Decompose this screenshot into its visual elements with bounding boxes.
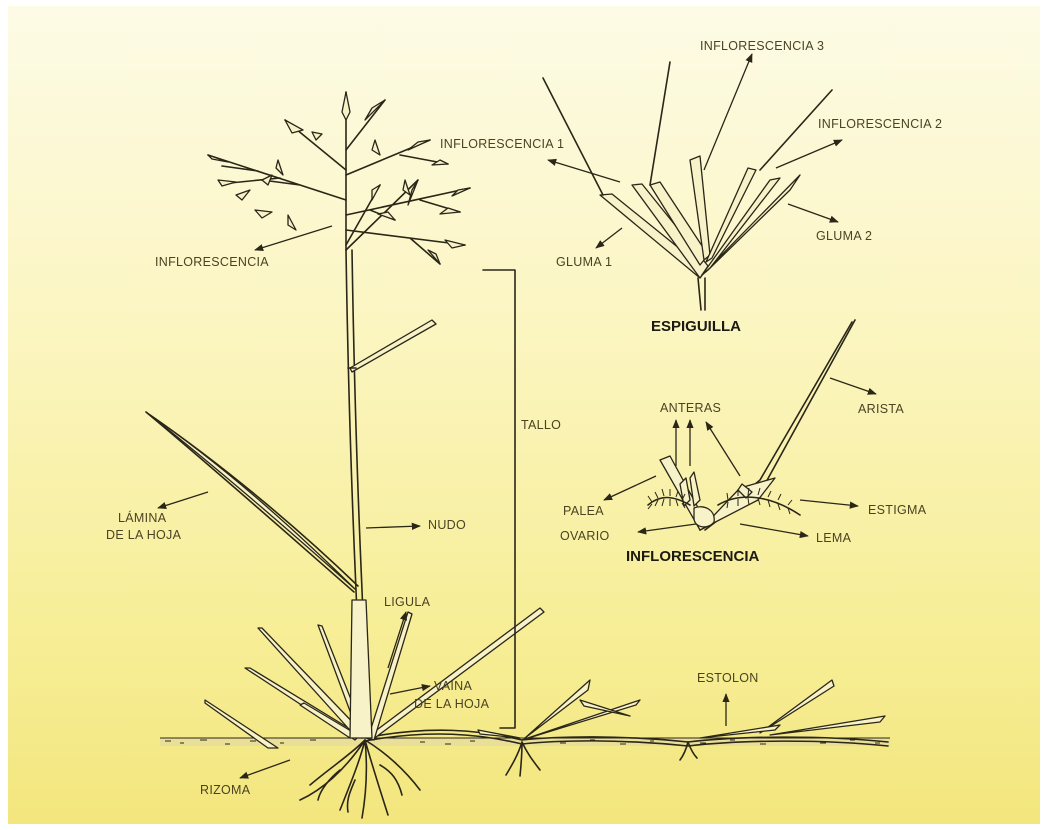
label-lamina-line2: DE LA HOJA bbox=[106, 528, 182, 542]
label-lema: LEMA bbox=[816, 531, 852, 545]
label-palea: PALEA bbox=[563, 504, 604, 518]
label-inflorescencia: INFLORESCENCIA bbox=[155, 255, 269, 269]
label-arrows bbox=[158, 54, 876, 778]
tallo-bracket bbox=[483, 270, 515, 728]
espiguilla-illustration bbox=[543, 62, 832, 310]
label-estigma: ESTIGMA bbox=[868, 503, 927, 517]
label-inflorescencia-3: INFLORESCENCIA 3 bbox=[700, 39, 824, 53]
label-lamina-line1: LÁMINA bbox=[118, 510, 167, 525]
label-inflorescencia-2: INFLORESCENCIA 2 bbox=[818, 117, 942, 131]
floret-illustration bbox=[648, 320, 855, 530]
title-espiguilla: ESPIGUILLA bbox=[651, 318, 741, 335]
label-vaina-line1: VAINA bbox=[434, 679, 472, 693]
title-inflorescencia: INFLORESCENCIA bbox=[626, 548, 760, 565]
label-arista: ARISTA bbox=[858, 402, 904, 416]
label-tallo: TALLO bbox=[521, 418, 561, 432]
label-ovario: OVARIO bbox=[560, 529, 610, 543]
label-ligula: LIGULA bbox=[384, 595, 431, 609]
label-inflorescencia-1: INFLORESCENCIA 1 bbox=[440, 137, 564, 151]
label-nudo: NUDO bbox=[428, 518, 466, 532]
label-anteras: ANTERAS bbox=[660, 401, 721, 415]
label-gluma-2: GLUMA 2 bbox=[816, 229, 872, 243]
roots bbox=[300, 740, 697, 818]
label-estolon: ESTOLON bbox=[697, 671, 759, 685]
panicle bbox=[208, 92, 470, 264]
label-gluma-1: GLUMA 1 bbox=[556, 255, 612, 269]
label-vaina-line2: DE LA HOJA bbox=[414, 697, 490, 711]
label-rizoma: RIZOMA bbox=[200, 783, 251, 797]
basal-leaves bbox=[245, 608, 544, 740]
